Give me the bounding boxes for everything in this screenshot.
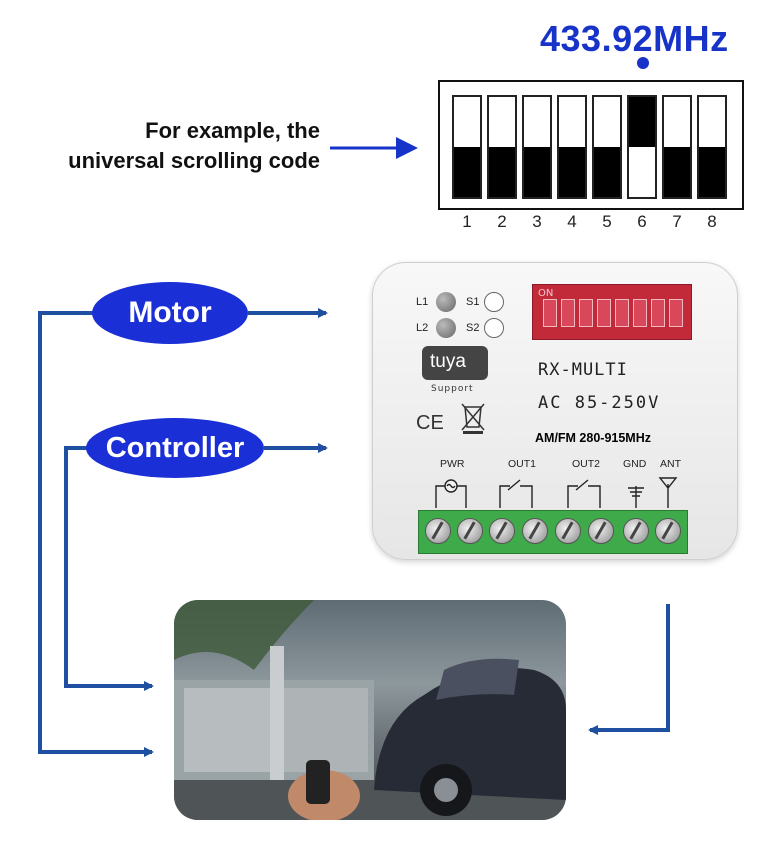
dip-switch-6: [627, 95, 657, 199]
module-dip-switch: [532, 284, 692, 340]
dip-number-4: 4: [567, 212, 577, 231]
dip-number-2: 2: [497, 212, 507, 231]
frequency-label: 433.92MHz: [540, 18, 729, 59]
terminal-ant-label: ANT: [660, 458, 681, 470]
tuya-logo-text: tuya: [430, 351, 466, 372]
dip-number-3: 3: [532, 212, 542, 231]
button-s2[interactable]: [484, 318, 504, 338]
terminal-out1-label: OUT1: [508, 458, 537, 470]
tuya-logo: [422, 346, 488, 380]
weee-bin-icon: [461, 403, 485, 434]
example-line-1: For example, the: [145, 118, 320, 143]
terminal-pwr-label: PWR: [440, 458, 465, 470]
button-s1-label: S1: [466, 296, 480, 308]
model-label: RX-MULTI: [538, 360, 628, 380]
gate-car-illustration: [174, 600, 566, 820]
voltage-label: AC 85-250V: [538, 393, 661, 413]
led-l2-label: L2: [416, 322, 429, 334]
button-s2-label: S2: [466, 322, 480, 334]
example-line-2: universal scrolling code: [68, 148, 320, 173]
dip-switch-diagram: [438, 80, 744, 210]
example-caption: For example, the universal scrolling cod…: [20, 116, 320, 176]
tuya-support-text: Support: [431, 384, 474, 394]
terminal-schematic: [435, 477, 678, 508]
led-l2: [436, 318, 456, 338]
dip-number-7: 7: [672, 212, 682, 231]
switch-indicator-dot: [637, 57, 649, 69]
dip-number-1: 1: [462, 212, 472, 231]
dip-switch-2: [487, 95, 517, 199]
module-dip-on-label: ON: [538, 288, 554, 299]
dip-switch-3: [522, 95, 552, 199]
dip-switch-4: [557, 95, 587, 199]
dip-switch-8: [697, 95, 727, 199]
dip-switch-1: [452, 95, 482, 199]
band-label: AM/FM 280-915MHz: [535, 431, 651, 445]
dip-switch-5: [592, 95, 622, 199]
led-l1-label: L1: [416, 296, 429, 308]
button-s1[interactable]: [484, 292, 504, 312]
led-l1: [436, 292, 456, 312]
dip-number-5: 5: [602, 212, 612, 231]
terminal-block: [418, 510, 688, 554]
dip-number-8: 8: [707, 212, 717, 231]
terminal-gnd-label: GND: [623, 458, 647, 470]
motor-label: Motor: [92, 282, 248, 344]
ce-mark: CE: [416, 412, 444, 434]
terminal-out2-label: OUT2: [572, 458, 601, 470]
gate-car-photo: [174, 600, 566, 820]
dip-switch-7: [662, 95, 692, 199]
dip-number-6: 6: [637, 212, 647, 231]
controller-label: Controller: [86, 418, 264, 478]
